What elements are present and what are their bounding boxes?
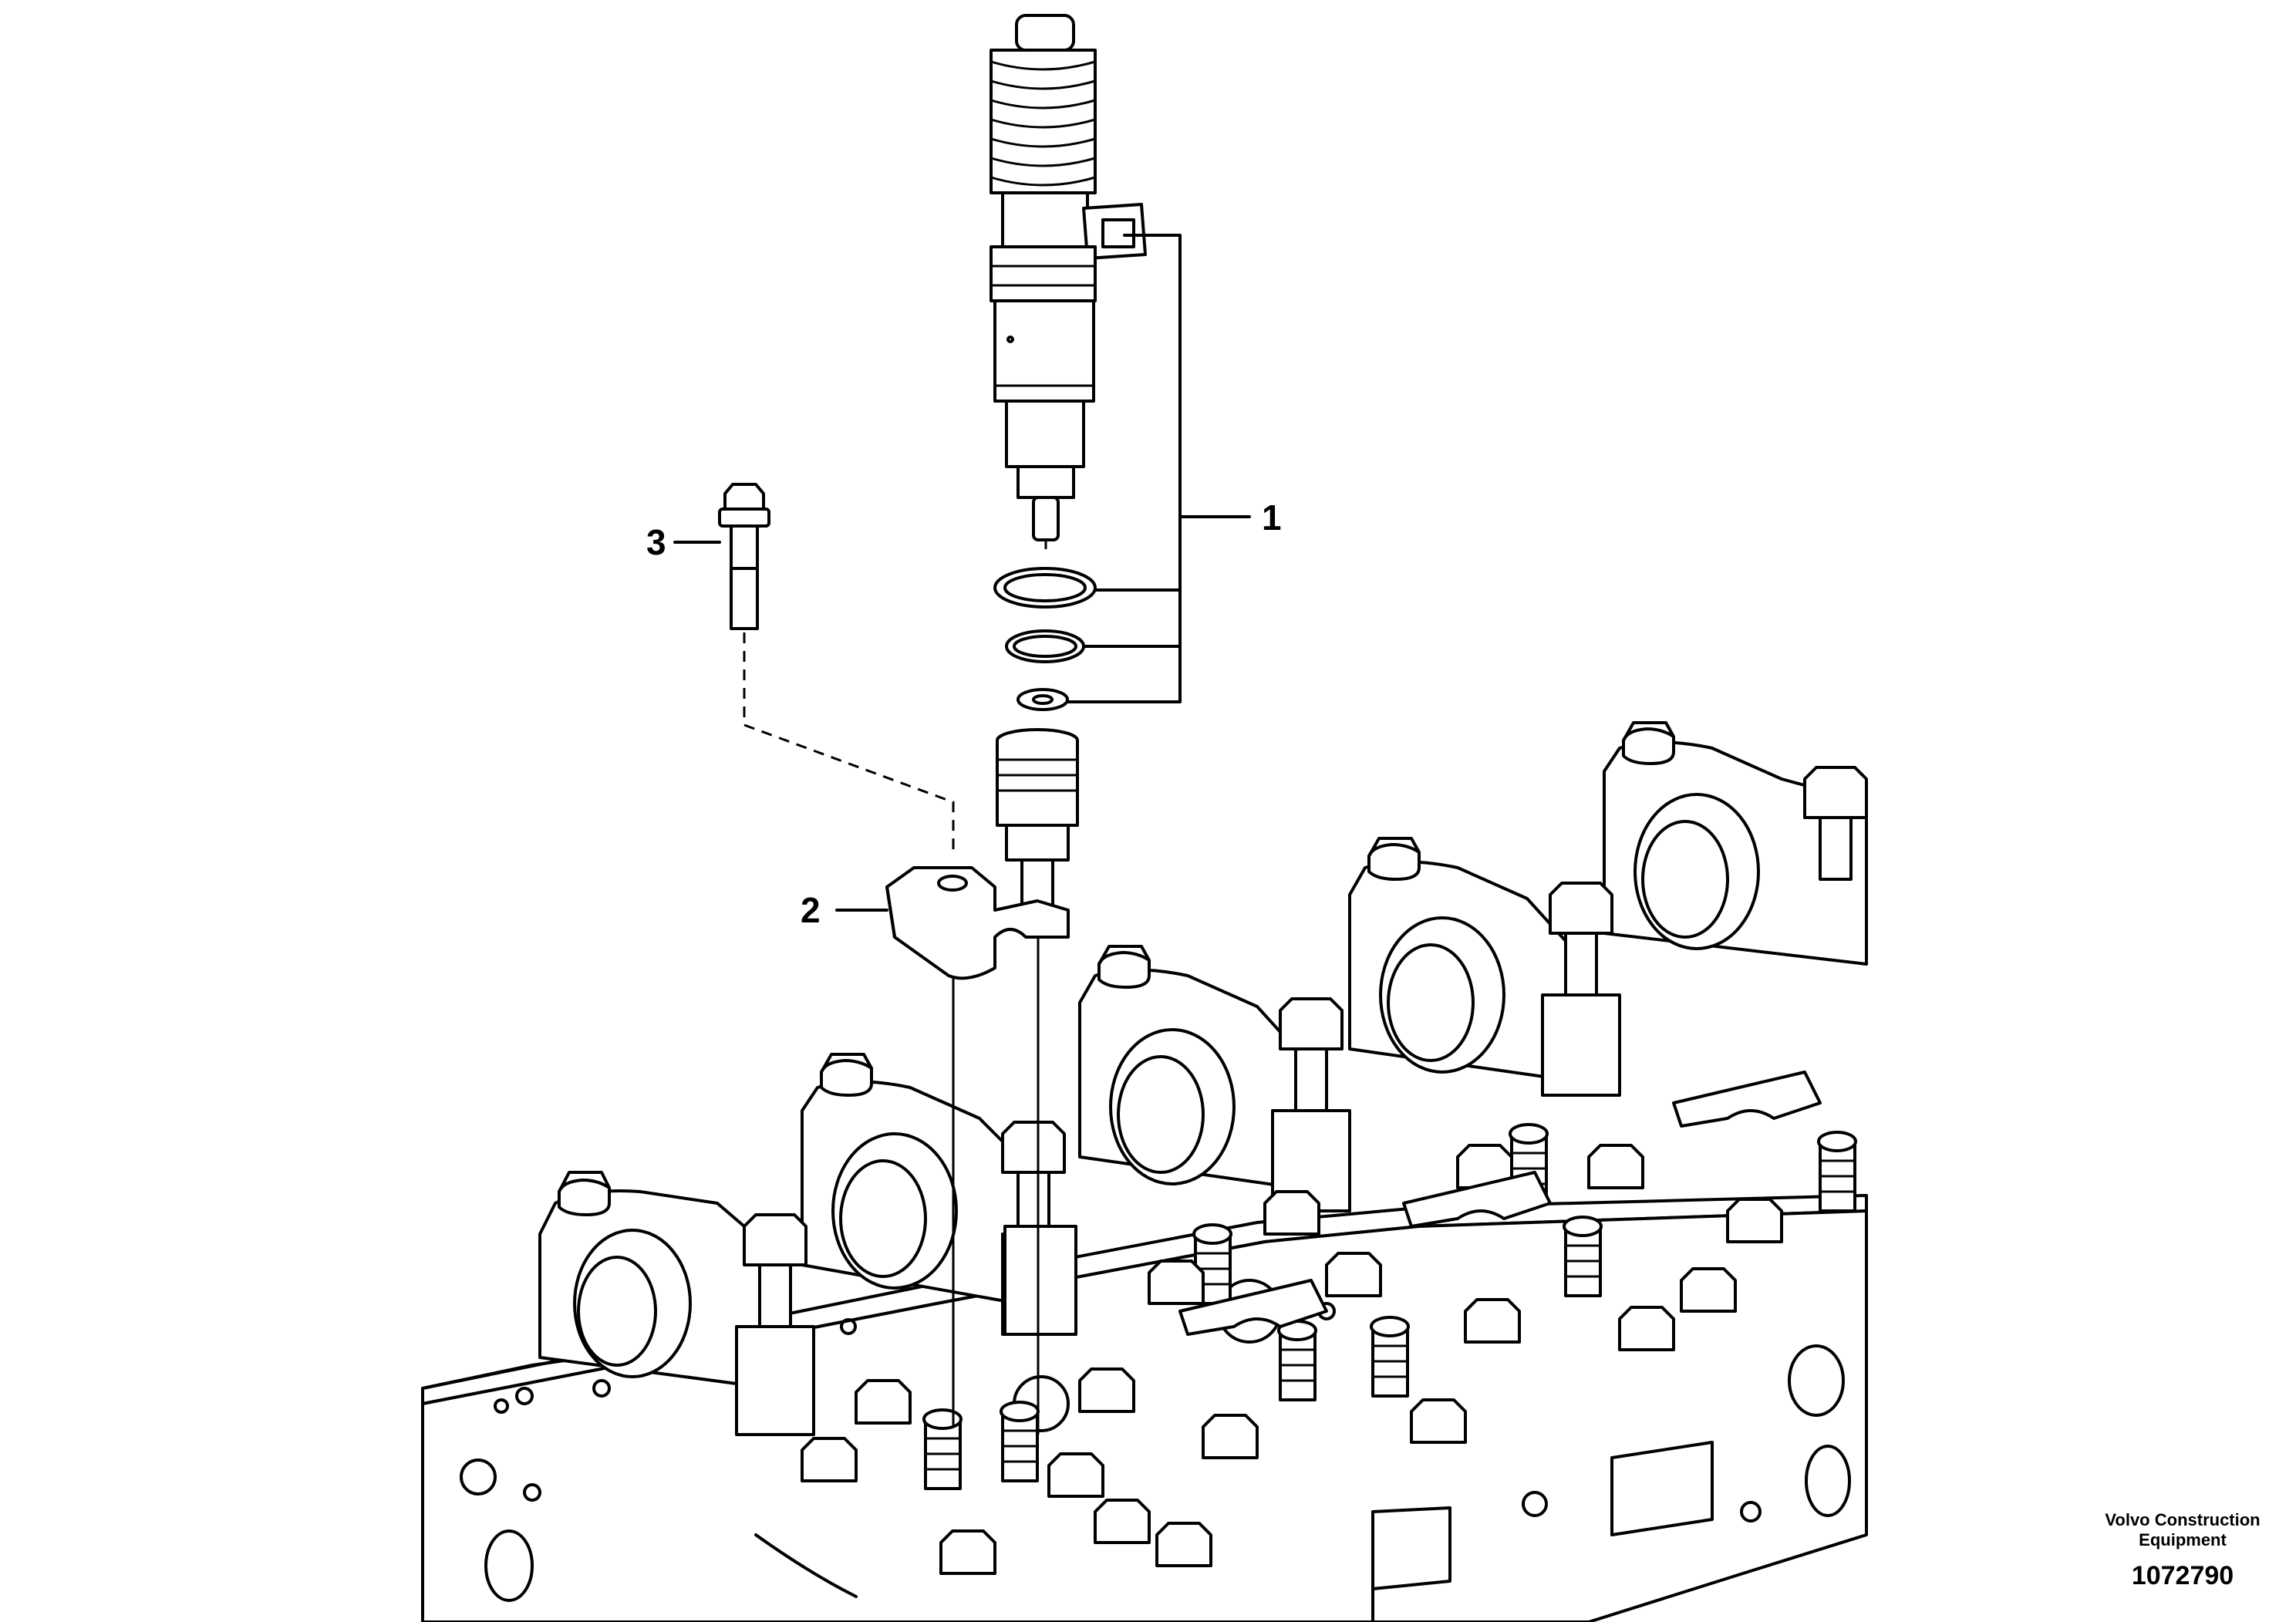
bearing-cap-5 (1603, 721, 1868, 966)
bearing-cap-1 (538, 1171, 773, 1390)
assembly-lines (743, 501, 1047, 1435)
callout-label-3: 3 (646, 522, 666, 562)
hex-nuts (801, 1144, 1783, 1575)
brand-label: Volvo Construction Equipment (2105, 1510, 2261, 1549)
flange-screw-drawing (718, 483, 770, 630)
callout-label-1: 1 (1262, 497, 1282, 538)
callout-label-2: 2 (801, 890, 821, 930)
document-number: 1072790 (2131, 1561, 2234, 1590)
cylinder-head (421, 721, 1868, 1622)
bearing-cap-3 (1078, 945, 1297, 1189)
injector-unit-drawing (990, 14, 1147, 711)
clamp-drawing (885, 866, 1070, 980)
injector-sleeve-drawing (996, 728, 1079, 916)
bearing-cap-2 (801, 1053, 1020, 1305)
bearing-cap-4 (1348, 837, 1567, 1081)
leader-lines (673, 234, 1251, 912)
